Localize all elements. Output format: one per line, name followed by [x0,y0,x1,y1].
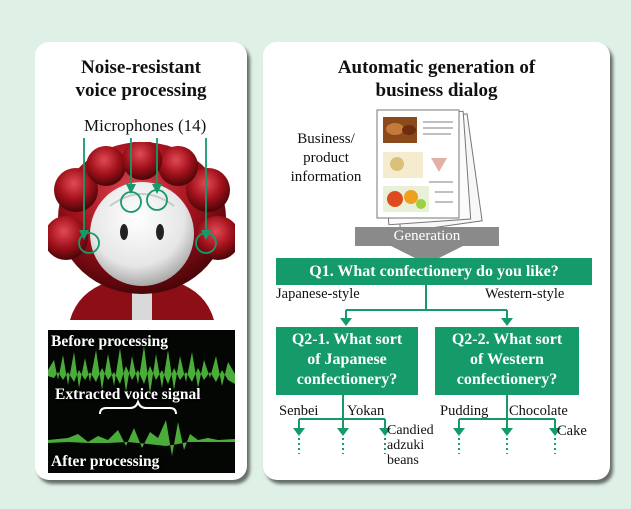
waveform-graphic [48,330,235,473]
q2-2-line2: of Western [470,351,544,368]
business-info-line1: Business/ [297,131,355,147]
option-pudding: Pudding [440,403,489,419]
left-title-line1: Noise-resistant [81,57,201,78]
option-candied-line1: Candied [387,423,434,438]
q1-box: Q1. What confectionery do you like? [276,258,592,285]
left-title-line2: voice processing [75,80,207,101]
robot-illustration [48,142,235,320]
microphones-label: Microphones (14) [84,116,207,135]
q2-2-box: Q2-2. What sort of Western confectionery… [435,327,579,395]
japanese-style-label: Japanese-style [276,286,360,302]
microphone-arrows [78,138,217,254]
option-chocolate: Chocolate [509,403,568,419]
option-candied-adzuki-beans: Candied adzuki beans [387,423,447,468]
business-info-line3: information [290,169,362,185]
generation-label: Generation [393,228,461,244]
right-title-line2: business dialog [375,80,498,101]
option-yokan: Yokan [347,403,385,419]
document-stack-graphic [355,109,499,264]
business-dialog-panel: Automatic generation of business dialog … [263,42,610,480]
after-processing-label: After processing [51,453,160,470]
q2-1-line3: confectionery? [296,371,398,388]
western-style-label: Western-style [485,286,565,302]
q2-1-box: Q2-1. What sort of Japanese confectioner… [276,327,418,395]
q2-1-line2: of Japanese [307,351,387,368]
option-cake: Cake [557,423,587,439]
robot-head-image [48,142,235,320]
business-info-line2: product [303,150,349,166]
waveform-image: Before processing Extracted voice signal… [48,330,235,473]
option-senbei: Senbei [279,403,319,419]
right-title-line1: Automatic generation of [337,57,536,78]
q2-1-line1: Q2-1. What sort [291,331,403,348]
extracted-voice-signal-label: Extracted voice signal [55,386,201,403]
dialog-tree-connectors [293,285,561,454]
option-candied-line3: beans [387,453,419,468]
option-candied-line2: adzuki [387,438,425,453]
voice-processing-panel: Noise-resistant voice processing Microph… [35,42,247,480]
before-processing-label: Before processing [51,333,168,350]
business-info-label: Business/ product information [281,130,371,187]
q2-2-line1: Q2-2. What sort [451,331,563,348]
q2-2-line3: confectionery? [456,371,558,388]
